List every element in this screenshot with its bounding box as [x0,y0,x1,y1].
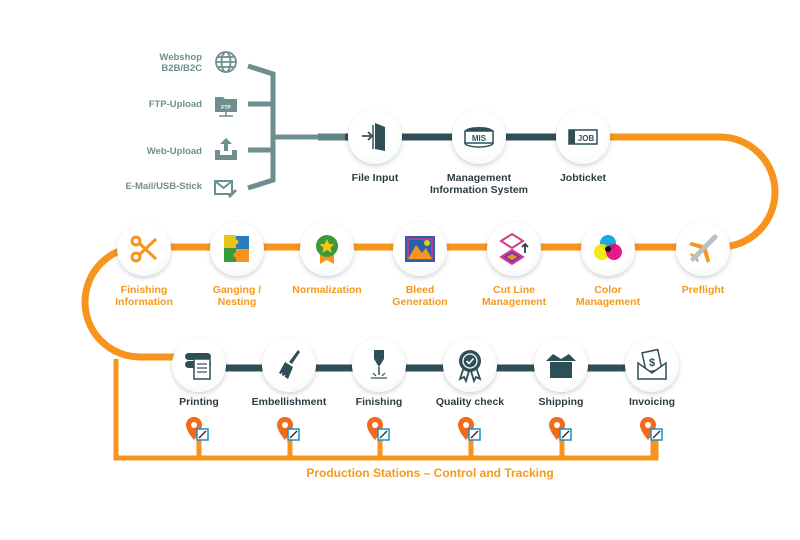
cut-line-layers-icon [499,232,529,266]
node-label: Invoicing [628,396,676,408]
job-ticket-icon: JOB [568,129,598,145]
door-enter-icon [362,123,385,151]
node-label: Quality check [435,396,505,408]
ftp-folder-icon: FTP [215,97,237,117]
source-bracket [247,63,320,191]
node-label: Finishing Information [115,284,173,308]
airplane-icon [689,234,718,263]
scissors-icon [130,235,158,263]
open-box-icon [546,354,576,378]
node-label: Preflight [681,284,725,296]
location-pin-edit-icon [639,416,665,446]
node-label: Jobticket [559,172,607,184]
node-label: Cut Line Management [481,284,547,308]
node-quality-check [443,338,497,392]
node-label: Embellishment [251,396,327,408]
svg-text:$: $ [649,357,655,369]
node-label: Color Management [575,284,641,308]
node-label: Finishing [355,396,403,408]
node-finishing [352,338,406,392]
location-pin-edit-icon [276,416,302,446]
node-label: File Input [351,172,399,184]
source-label: E-Mail/USB-Stick [125,181,202,192]
source-label: Web-Upload [146,146,202,157]
node-label: Shipping [538,396,584,408]
svg-text:MIS: MIS [472,134,487,143]
node-jobticket: JOB [556,110,610,164]
svg-text:FTP: FTP [221,105,231,111]
node-label: Normalization [292,284,362,296]
source-label: FTP-Upload [148,99,202,110]
puzzle-icon [224,235,249,262]
location-pin-edit-icon [185,416,211,446]
node-ganging-nesting [210,222,264,276]
node-bleed-generation [393,222,447,276]
node-printing [172,338,226,392]
image-bleed-icon [405,236,435,262]
source-label: Webshop B2B/B2C [159,52,202,74]
location-pin-edit-icon [548,416,574,446]
node-mis: MIS [452,110,506,164]
location-pin-edit-icon [457,416,483,446]
node-file-input [348,110,402,164]
tracking-bracket [113,359,659,461]
node-label: Ganging / Nesting [212,284,262,308]
node-invoicing: $ [625,338,679,392]
invoice-envelope-icon: $ [637,348,667,380]
upload-icon [215,138,237,160]
node-cut-line-management [487,222,541,276]
mis-database-icon: MIS [464,127,494,148]
globe-icon [215,51,237,73]
node-label: Printing [179,396,219,408]
paintbrush-icon [279,350,300,380]
bracket-vertical [247,63,276,191]
cmyk-circles-icon [594,235,622,260]
node-preflight [676,222,730,276]
node-shipping [534,338,588,392]
location-pin-edit-icon [366,416,392,446]
node-color-management [581,222,635,276]
mail-usb-icon [214,180,237,198]
node-label: Management Information System [429,172,529,196]
quality-badge-icon [458,350,482,383]
printer-rollers-icon [185,353,211,380]
award-star-icon [316,235,338,264]
node-embellishment [262,338,316,392]
tracking-caption: Production Stations – Control and Tracki… [306,466,554,480]
node-normalization [300,222,354,276]
cutting-blade-icon [371,350,387,379]
node-label: Bleed Generation [392,284,448,308]
node-finishing-information [117,222,171,276]
svg-text:JOB: JOB [578,134,595,143]
